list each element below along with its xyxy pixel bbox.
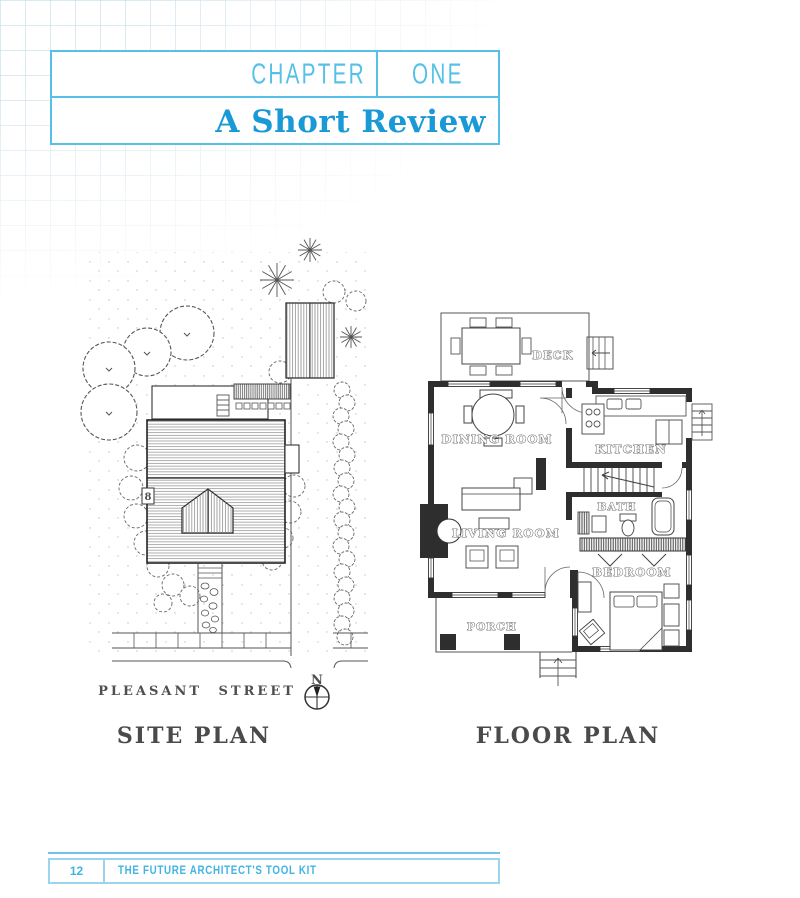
room-label-dining: DINING ROOM [441, 432, 552, 446]
shed [285, 302, 335, 379]
stairs [583, 468, 655, 492]
chapter-row: CHAPTER ONE [52, 52, 498, 98]
footer-rule [48, 852, 500, 854]
back-stairs [691, 403, 713, 441]
room-label-bath: BATH [598, 501, 637, 513]
floor-plan-title: FLOOR PLAN [475, 723, 661, 749]
closet [579, 537, 687, 567]
book-title: THE FUTURE ARCHITECT'S TOOL KIT [105, 864, 498, 878]
sidewalk [112, 632, 368, 669]
site-plan-title: SITE PLAN [116, 723, 272, 749]
room-label-kitchen: KITCHEN [595, 442, 667, 456]
tree-cluster [80, 305, 215, 441]
kitchen-furniture [581, 395, 687, 445]
chapter-label-cell: CHAPTER [52, 52, 378, 96]
tree-centers [105, 332, 191, 416]
chapter-title-row: A Short Review [52, 98, 498, 145]
bath-fixtures [577, 497, 675, 537]
room-label-bedroom: BEDROOM [592, 565, 671, 579]
chapter-number-cell: ONE [378, 52, 498, 96]
footer-box: 12 THE FUTURE ARCHITECT'S TOOL KIT [48, 858, 500, 884]
chapter-title: A Short Review [215, 103, 486, 140]
porch-outline [435, 598, 577, 686]
stone-path [197, 563, 223, 634]
room-label-porch: PORCH [467, 621, 517, 633]
bedroom-furniture [577, 581, 680, 651]
chapter-label: CHAPTER [251, 57, 366, 90]
site-plan-drawing: 8 N [80, 238, 368, 710]
deck-area [440, 312, 614, 382]
street-label: PLEASANT STREET [98, 684, 296, 699]
window-midlines [430, 383, 690, 650]
floor-plan-drawing: DECK [420, 312, 713, 686]
book-title-text: THE FUTURE ARCHITECT'S TOOL KIT [118, 864, 317, 878]
house: 8 [141, 419, 300, 564]
north-arrow: N [304, 673, 330, 710]
door-arcs [539, 386, 683, 599]
living-furniture [461, 487, 521, 569]
deck-steps [216, 394, 230, 417]
fireplace [436, 518, 462, 544]
chapter-number: ONE [412, 57, 464, 90]
chapter-header-box: CHAPTER ONE A Short Review [50, 50, 500, 145]
page-number: 12 [50, 860, 105, 882]
room-label-living: LIVING ROOM [452, 526, 560, 540]
house-number: 8 [145, 492, 152, 503]
garden-bed [233, 383, 291, 410]
starburst-plants [260, 238, 362, 348]
room-label-deck: DECK [532, 349, 573, 362]
north-label: N [311, 673, 323, 688]
walls [420, 381, 692, 652]
